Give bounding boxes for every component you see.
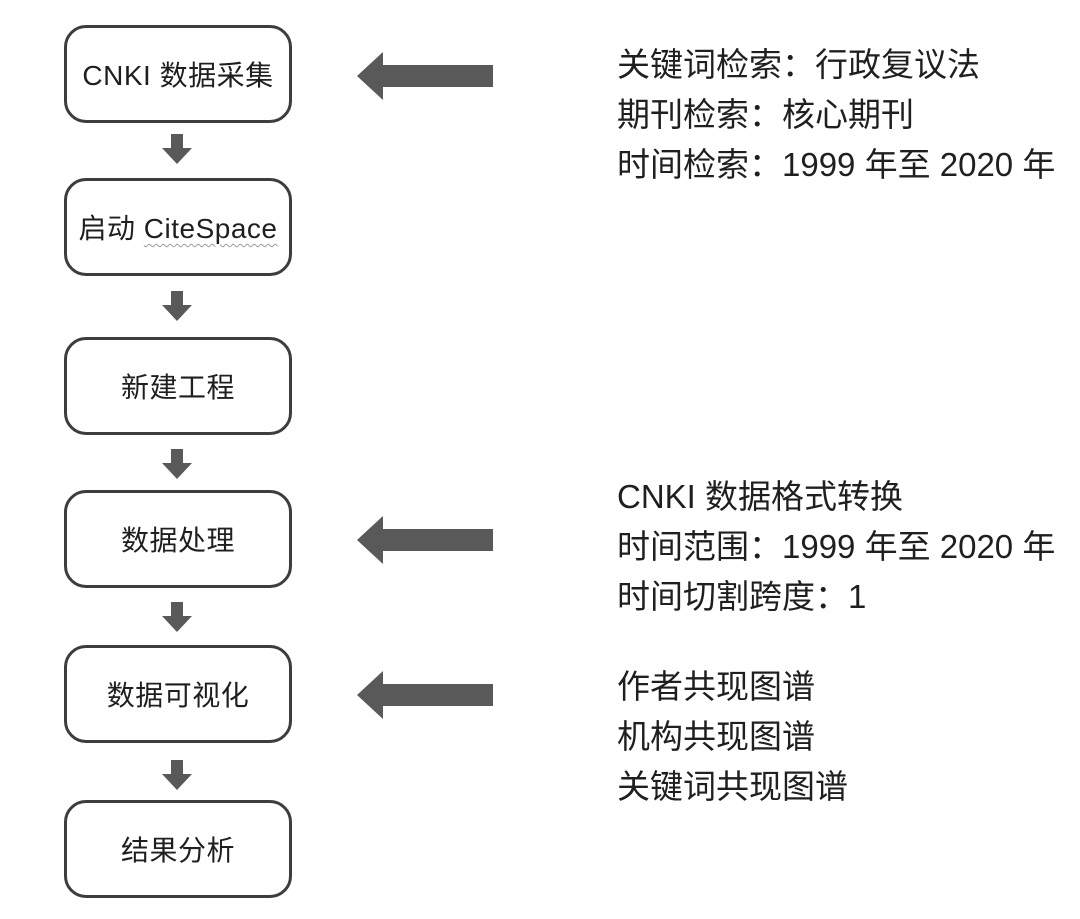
annotation-line: 关键词检索：行政复议法 [617, 46, 980, 83]
annotation-data-visualization: 作者共现图谱 机构共现图谱 关键词共现图谱 [617, 662, 848, 812]
annotation-line: 机构共现图谱 [617, 718, 815, 755]
flow-node-label: 数据处理 [120, 525, 235, 556]
annotation-data-processing: CNKI 数据格式转换 时间范围：1999 年至 2020 年 时间切割跨度：1 [617, 472, 1055, 622]
flow-node-result-analysis: 结果分析 [64, 800, 292, 898]
left-arrow-icon [357, 52, 493, 100]
annotation-line: 时间检索：1999 年至 2020 年 [617, 146, 1056, 183]
annotation-line: CNKI 数据格式转换 [617, 478, 904, 515]
annotation-line: 关键词共现图谱 [617, 768, 848, 805]
flow-node-launch-citespace: 启动 CiteSpace [64, 178, 292, 276]
annotation-cnki-collection: 关键词检索：行政复议法 期刊检索：核心期刊 时间检索：1999 年至 2020 … [617, 40, 1055, 190]
left-arrow-icon [357, 516, 493, 564]
down-arrow-icon [162, 449, 192, 479]
flow-node-data-processing: 数据处理 [64, 490, 292, 588]
down-arrow-icon [162, 760, 192, 790]
left-arrow-icon [357, 671, 493, 719]
annotation-line: 期刊检索：核心期刊 [617, 96, 914, 133]
annotation-line: 作者共现图谱 [617, 668, 815, 705]
flow-node-cnki-collection: CNKI 数据采集 [64, 25, 292, 123]
flow-node-new-project: 新建工程 [64, 337, 292, 435]
flow-node-label: 启动 CiteSpace [78, 213, 278, 244]
flow-node-data-visualization: 数据可视化 [64, 645, 292, 743]
flow-node-label: CNKI 数据采集 [82, 60, 274, 91]
flow-node-label: 结果分析 [120, 835, 235, 866]
down-arrow-icon [162, 602, 192, 632]
down-arrow-icon [162, 291, 192, 321]
annotation-line: 时间范围：1999 年至 2020 年 [617, 528, 1056, 565]
flow-node-label: 数据可视化 [106, 680, 250, 711]
annotation-line: 时间切割跨度：1 [617, 578, 867, 615]
flow-node-label: 新建工程 [120, 372, 235, 403]
citespace-word-spellcheck-underline: CiteSpace [143, 213, 278, 244]
down-arrow-icon [162, 134, 192, 164]
